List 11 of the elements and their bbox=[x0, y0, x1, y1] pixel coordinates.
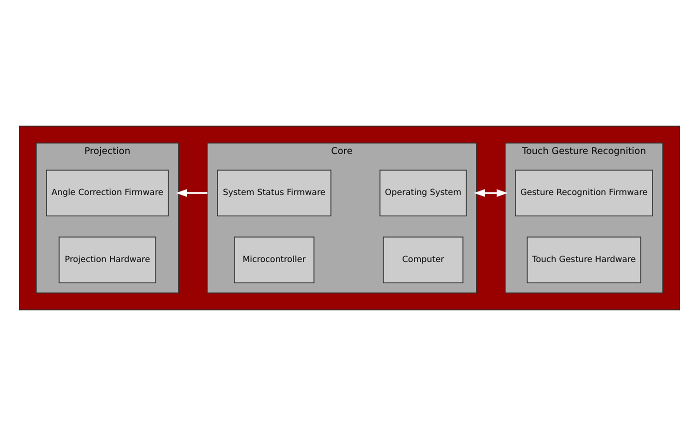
node-box: Operating System bbox=[380, 169, 467, 216]
node-box: Microcontroller bbox=[234, 236, 314, 283]
node-box: Touch Gesture Hardware bbox=[526, 236, 642, 283]
node-box: Angle Correction Firmware bbox=[46, 169, 169, 216]
node-box: System Status Firmware bbox=[217, 169, 332, 216]
node-box: Computer bbox=[382, 236, 464, 283]
node-box: Projection Hardware bbox=[58, 236, 156, 283]
arrow bbox=[176, 188, 208, 196]
arrow bbox=[474, 188, 508, 196]
cluster bbox=[18, 125, 680, 310]
node-box: Gesture Recognition Firmware bbox=[514, 169, 653, 216]
